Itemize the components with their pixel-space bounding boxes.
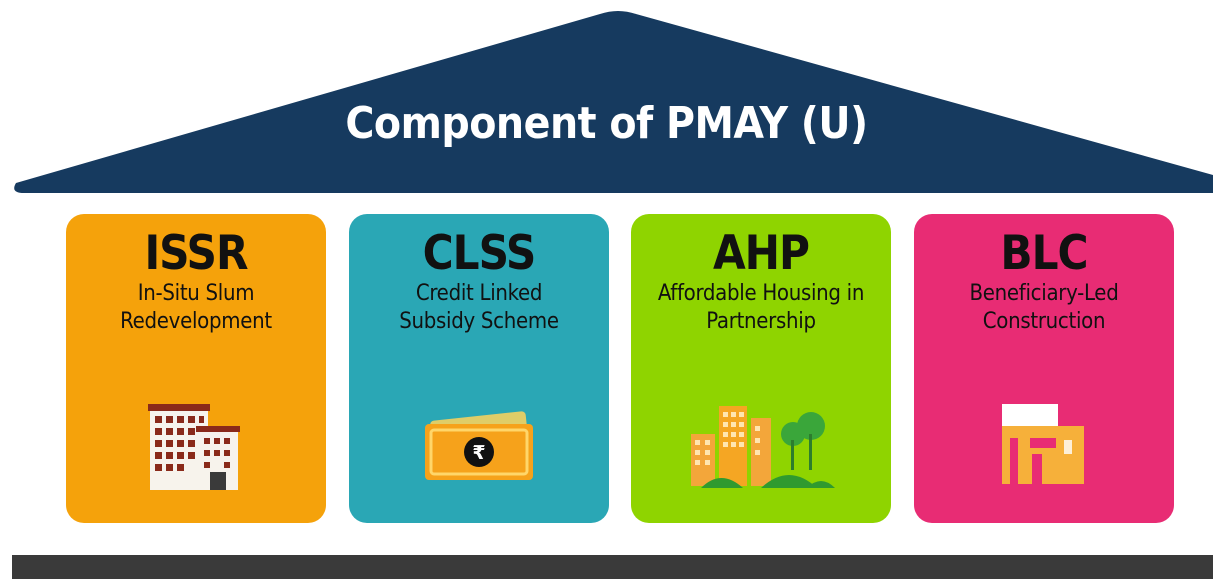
buildings-icon — [148, 404, 240, 490]
svg-text:₹: ₹ — [472, 442, 485, 464]
diagram-title: Component of PMAY (U) — [345, 98, 868, 149]
card-desc-line2: Construction — [982, 309, 1106, 334]
city-trees-icon — [691, 406, 835, 488]
card-desc-line1: Beneficiary-Led — [969, 281, 1119, 306]
house-construction-icon — [1002, 404, 1084, 484]
card-abbr: BLC — [1000, 226, 1088, 281]
card-abbr: CLSS — [422, 226, 537, 281]
rupee-note-icon: ₹ — [425, 411, 533, 480]
roof — [14, 11, 1213, 193]
card-issr: ISSR In-Situ Slum Redevelopment — [66, 214, 326, 523]
card-ahp: AHP Affordable Housing in Partnership — [631, 214, 891, 523]
card-clss: CLSS Credit Linked Subsidy Scheme ₹ — [349, 214, 609, 523]
base-bar — [12, 555, 1213, 579]
card-desc-line2: Redevelopment — [120, 309, 272, 334]
card-desc-line1: Credit Linked — [415, 281, 543, 306]
card-desc-line2: Subsidy Scheme — [399, 309, 559, 334]
card-desc-line2: Partnership — [706, 309, 816, 334]
card-desc-line1: In-Situ Slum — [137, 281, 255, 306]
card-desc-line1: Affordable Housing in — [657, 281, 865, 306]
card-abbr: ISSR — [144, 226, 248, 281]
card-abbr: AHP — [712, 226, 810, 281]
card-blc: BLC Beneficiary-Led Construction — [914, 214, 1174, 523]
